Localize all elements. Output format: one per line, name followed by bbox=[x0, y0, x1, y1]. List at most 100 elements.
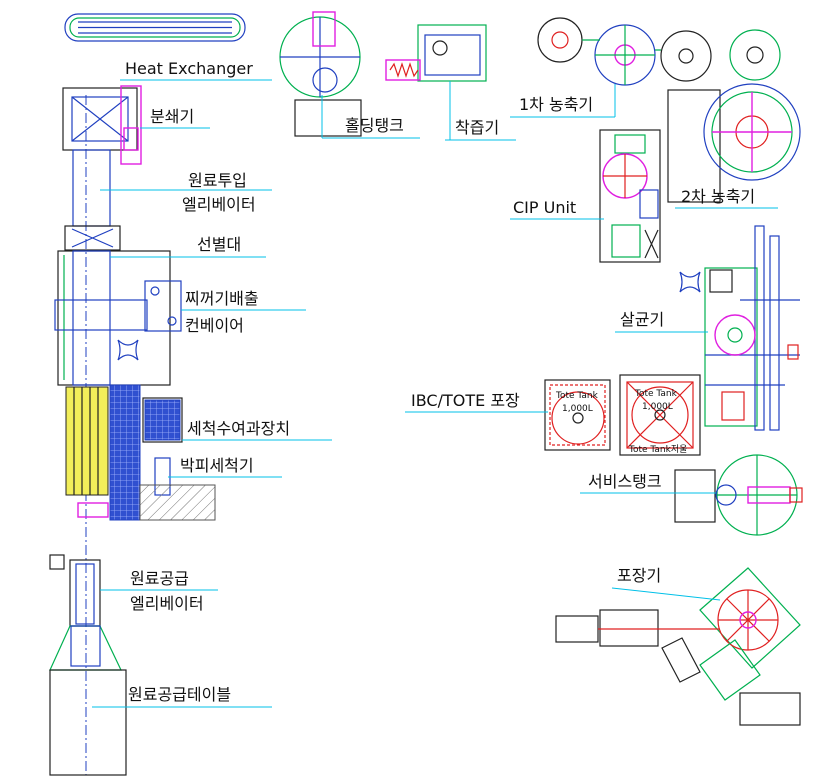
sterilizer-label: 살균기 bbox=[620, 310, 664, 329]
tote-a-outlet bbox=[572, 412, 584, 424]
residue-conveyor-label-1: 찌꺼기배출 bbox=[185, 289, 259, 308]
second-concentrator-spokes bbox=[712, 92, 792, 172]
juicer-body bbox=[424, 34, 481, 76]
juicer bbox=[385, 24, 487, 82]
supply-elevator-tube bbox=[69, 559, 101, 627]
heat-exchanger-label: Heat Exchanger bbox=[125, 59, 253, 78]
peeler-washer-label: 박피세척기 bbox=[180, 456, 254, 475]
peeler-washer-drum bbox=[65, 386, 109, 496]
sterilizer-pipe-b bbox=[769, 235, 780, 431]
feed-elevator-head bbox=[64, 225, 121, 251]
packaging-machine-outfeed bbox=[699, 639, 761, 701]
sterilizer-frame bbox=[704, 267, 758, 427]
sorting-table-frame bbox=[57, 250, 171, 386]
feed-elevator-label-2: 엘리베이터 bbox=[182, 195, 256, 214]
service-tank-base bbox=[674, 469, 716, 523]
service-tank-axes bbox=[717, 455, 797, 535]
crusher-hopper bbox=[71, 96, 129, 142]
residue-conveyor-roller-b bbox=[167, 316, 177, 326]
sterilizer-pump bbox=[721, 391, 745, 421]
holding-tank-outlet bbox=[312, 67, 338, 93]
holding-tank-base bbox=[294, 99, 362, 137]
cip-unit-pump bbox=[639, 189, 659, 219]
juicer-label: 착즙기 bbox=[455, 118, 499, 137]
packaging-machine-leader bbox=[611, 587, 721, 601]
residue-conveyor-label-2: 컨베이어 bbox=[185, 316, 244, 335]
tote-a-tank bbox=[551, 391, 605, 445]
wash-water-filter-body bbox=[144, 399, 181, 441]
tote-station-b: Tote Tank 1,000L Tote Tank저울 bbox=[619, 374, 701, 456]
packaging-machine-label: 포장기 bbox=[617, 566, 661, 585]
packaging-machine-filler bbox=[661, 637, 701, 683]
feed-elevator bbox=[64, 149, 121, 251]
tote-b-frame bbox=[619, 374, 701, 456]
supply-table-chute bbox=[70, 625, 101, 667]
first-concentrator-tank-c-core bbox=[678, 48, 694, 64]
packaging-machine-output-box bbox=[739, 692, 801, 726]
first-concentrator-tank-c bbox=[660, 30, 712, 82]
feed-elevator-label-1: 원료투입 bbox=[188, 171, 247, 190]
first-concentrator-tank-b-axes bbox=[595, 25, 655, 85]
crusher-cross bbox=[71, 96, 129, 142]
first-concentrator-pipe bbox=[582, 39, 661, 51]
holding-tank-label: 홀딩탱크 bbox=[345, 116, 404, 135]
tote-b-scale: Tote Tank저울 bbox=[628, 444, 687, 455]
peeler-washer bbox=[65, 384, 216, 521]
crusher-label: 분쇄기 bbox=[150, 107, 194, 126]
second-concentrator-top-tank bbox=[729, 29, 781, 81]
holding-tank-pump bbox=[312, 11, 336, 47]
supply-table-top bbox=[49, 669, 127, 776]
sterilizer-tank bbox=[714, 314, 756, 356]
second-concentrator-tank bbox=[703, 83, 801, 181]
supply-elevator-motor bbox=[49, 554, 65, 570]
cip-unit-ladder bbox=[644, 229, 659, 259]
peeler-washer-tank bbox=[109, 384, 141, 521]
ibc-tote-label: IBC/TOTE 포장 bbox=[411, 391, 520, 410]
service-tank bbox=[674, 454, 803, 536]
holding-tank-axes bbox=[280, 17, 360, 97]
juicer-motor bbox=[385, 59, 421, 81]
sterilizer-fan-icon bbox=[679, 271, 701, 293]
service-tank-outlet bbox=[715, 484, 737, 506]
sterilizer-panel bbox=[709, 269, 733, 293]
second-concentrator bbox=[667, 29, 801, 203]
cip-unit-base bbox=[611, 224, 641, 258]
wash-water-filter-label: 세척수여과장치 bbox=[187, 419, 290, 438]
tote-b-capacity: 1,000L bbox=[642, 402, 673, 412]
second-concentrator-frame bbox=[667, 89, 721, 203]
service-tank-motor bbox=[789, 487, 803, 503]
service-tank-label: 서비스탱크 bbox=[588, 472, 662, 491]
crusher-motor bbox=[120, 85, 142, 165]
holding-tank bbox=[279, 11, 362, 137]
packaging-machine-spokes bbox=[718, 590, 778, 650]
packaging-machine bbox=[555, 567, 801, 726]
residue-conveyor-belt bbox=[54, 299, 148, 331]
sterilizer-pipe-a bbox=[754, 225, 765, 431]
juicer-frame bbox=[417, 24, 487, 82]
sterilizer-valve bbox=[787, 344, 799, 360]
tote-station-a: Tote Tank 1,000L bbox=[544, 379, 611, 451]
first-concentrator-tank-a bbox=[537, 17, 583, 63]
tote-a-name: Tote Tank bbox=[555, 391, 599, 401]
cip-unit-label: CIP Unit bbox=[513, 198, 576, 217]
supply-elevator bbox=[49, 554, 101, 627]
supply-elevator-inner bbox=[75, 563, 95, 625]
supply-elevator-label-2: 엘리베이터 bbox=[130, 594, 204, 613]
packaging-machine-infeed-b bbox=[599, 609, 659, 647]
sterilizer-tank-core bbox=[727, 327, 743, 343]
cip-unit bbox=[599, 129, 661, 263]
tote-b-cross bbox=[626, 381, 694, 449]
feed-elevator-head-cross bbox=[71, 228, 114, 248]
cip-unit-top-tank bbox=[614, 134, 646, 154]
packaging-machine-frame bbox=[699, 567, 801, 669]
peeler-washer-ribs bbox=[73, 387, 99, 495]
packaging-machine-hub bbox=[739, 611, 757, 629]
sterilizer-manifold bbox=[705, 299, 800, 386]
juicer-screw bbox=[389, 62, 419, 78]
residue-conveyor-roller-a bbox=[150, 286, 160, 296]
tote-b-name: Tote Tank bbox=[634, 389, 678, 399]
heat-exchanger-inner bbox=[69, 17, 241, 38]
supply-table bbox=[49, 625, 127, 776]
residue-conveyor-fan-icon bbox=[117, 339, 139, 361]
